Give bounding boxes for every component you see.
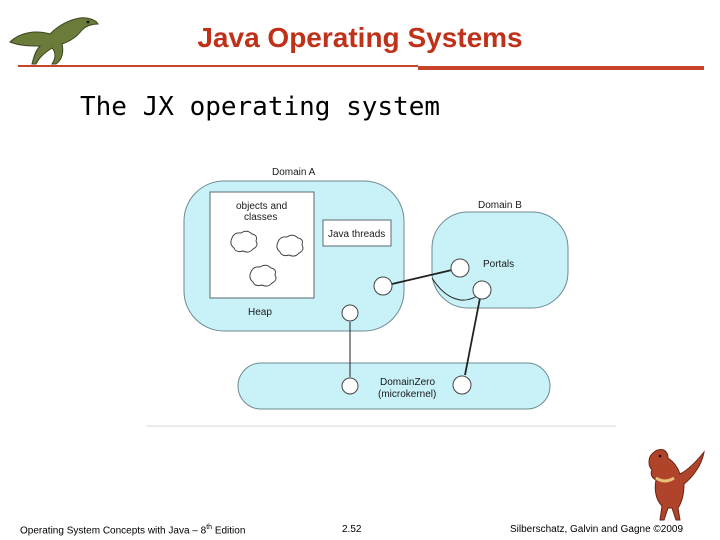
object-cloud xyxy=(249,264,277,287)
domain-zero-box xyxy=(237,362,551,410)
connection-line xyxy=(391,269,453,285)
portal-circle xyxy=(472,280,492,300)
footer-course-title-suffix: Edition xyxy=(212,525,246,537)
connection-line xyxy=(464,297,481,376)
java-threads-label: Java threads xyxy=(328,229,385,240)
footer-course-title-text: Operating System Concepts with Java – 8 xyxy=(20,525,207,537)
footer-edition-sup: th xyxy=(206,524,213,531)
portal-circle xyxy=(452,375,472,395)
domain-a-label: Domain A xyxy=(272,167,316,178)
domain-b-box xyxy=(431,211,569,309)
dinosaur-logo xyxy=(9,17,99,65)
object-cloud xyxy=(276,234,304,257)
slide-title: Java Operating Systems xyxy=(197,22,523,53)
heap-label: Heap xyxy=(248,307,272,318)
footer-page-number: 2.52 xyxy=(342,524,362,535)
objects-label-line2: classes xyxy=(244,212,277,223)
portal-circle xyxy=(341,377,359,395)
object-cloud xyxy=(230,230,258,253)
java-threads-box xyxy=(322,219,392,247)
portal-circle xyxy=(450,258,470,278)
slide-subtitle: The JX operating system xyxy=(80,92,441,122)
portal-circle xyxy=(341,304,359,322)
footer-course-title: Operating System Concepts with Java – 8t… xyxy=(20,524,245,536)
dinosaur-logo xyxy=(648,449,705,521)
portals-label: Portals xyxy=(483,259,514,270)
domain-b-label: Domain B xyxy=(478,200,522,211)
objects-label-line1: objects and xyxy=(236,201,287,212)
footer-authors: Silberschatz, Galvin and Gagne ©2009 xyxy=(510,524,684,535)
title-divider xyxy=(18,65,418,67)
title-divider-thick xyxy=(418,66,704,70)
portal-circle xyxy=(373,276,393,296)
domain-zero-label-line2: (microkernel) xyxy=(378,389,436,400)
domain-zero-label-line1: DomainZero xyxy=(380,377,435,388)
